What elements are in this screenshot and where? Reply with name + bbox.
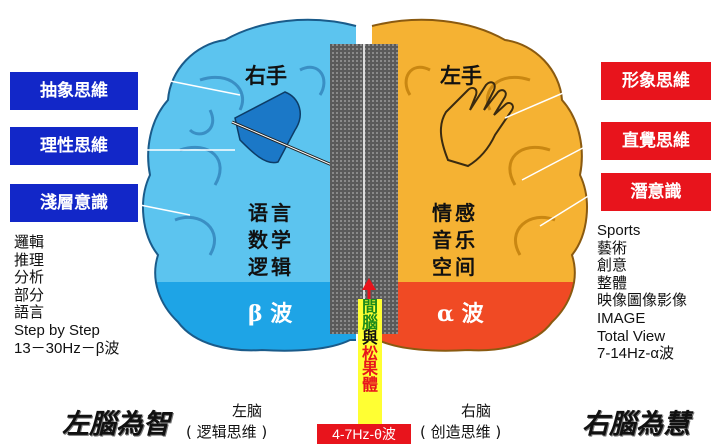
left-connectors	[139, 74, 241, 216]
corpus-callosum	[330, 44, 398, 334]
up-arrow-icon	[362, 278, 376, 300]
theta-frequency-badge: 4-7Hz-θ波	[317, 424, 411, 444]
list-item: 7-14Hz-α波	[597, 345, 675, 363]
list-item: 13－30Hz－β波	[14, 339, 120, 357]
list-item: 藝術	[597, 239, 628, 257]
list-item: 邏輯	[14, 234, 45, 251]
diencephalon-pineal-label: 間腦 與 松果體	[358, 299, 382, 425]
left-feature-list: 邏輯 推理 分析 部分 語言 Step by Step 13－30Hz－β波	[14, 234, 119, 357]
list-item: 分析	[14, 269, 45, 287]
list-item: 語言	[14, 304, 45, 322]
right-feature-list: Sports 藝術 創意 整體 映像圖像影像 IMAGE Total View …	[597, 222, 687, 363]
function-music: 音乐	[432, 228, 478, 252]
function-space: 空间	[432, 255, 478, 279]
right-hand-label: 右手	[245, 63, 287, 88]
list-item: Step by Step	[14, 321, 100, 339]
left-hemisphere	[142, 18, 357, 352]
function-language: 语言	[248, 201, 294, 225]
right-connectors	[504, 77, 599, 227]
list-item: 映像圖像影像	[597, 292, 688, 310]
alpha-wave-label: α 波	[437, 301, 484, 327]
left-brain-desc: ( 逻辑思维 )	[186, 423, 268, 441]
open-hand-icon	[440, 81, 514, 168]
left-brain-wisdom-title: 左腦為智	[62, 409, 170, 440]
list-item: 部分	[14, 286, 45, 304]
label-rational-thinking: 理性思維	[10, 127, 138, 165]
right-brain-desc: ( 创造思维 )	[420, 423, 502, 441]
function-math: 数学	[248, 228, 294, 252]
label-intuitive-thinking: 直覺思維	[601, 122, 711, 160]
beta-wave-label: β 波	[248, 301, 293, 327]
right-brain-wisdom-title: 右腦為慧	[582, 409, 690, 440]
label-image-thinking: 形象思維	[601, 62, 711, 100]
label-subconscious: 潛意識	[601, 173, 711, 211]
pineal-text: 松果體	[361, 343, 378, 394]
list-item: 推理	[14, 251, 45, 269]
label-abstract-thinking: 抽象思維	[10, 72, 138, 110]
list-item: Total View	[597, 327, 666, 345]
list-item: Sports	[597, 222, 641, 239]
left-brain-name: 左脑	[232, 402, 263, 420]
list-item: 整體	[597, 274, 628, 292]
right-functions: 情感 音乐 空间	[432, 200, 478, 281]
function-emotion: 情感	[432, 201, 478, 225]
function-logic: 逻辑	[248, 255, 294, 279]
and-text: 與	[361, 328, 378, 347]
list-item: 創意	[597, 257, 628, 275]
left-hand-label: 左手	[440, 63, 482, 88]
left-functions: 语言 数学 逻辑	[248, 200, 294, 281]
right-brain-name: 右脑	[461, 402, 492, 420]
label-shallow-consciousness: 淺層意識	[10, 184, 138, 222]
list-item: IMAGE	[597, 309, 646, 327]
diencephalon-text: 間腦	[361, 299, 378, 332]
